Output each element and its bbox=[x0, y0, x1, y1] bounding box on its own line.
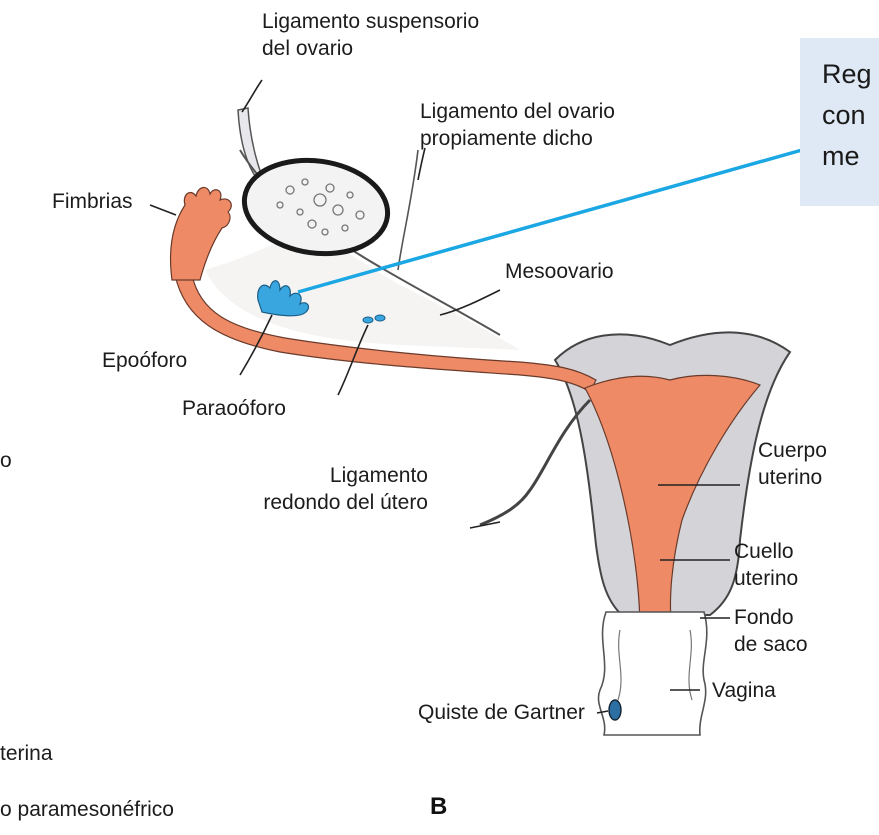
label-cuerpo-uterino: Cuerpo uterino bbox=[758, 437, 827, 491]
fimbriae bbox=[169, 186, 232, 281]
gartner-cyst bbox=[608, 699, 622, 721]
label-fondo-de-saco: Fondo de saco bbox=[734, 604, 808, 658]
vagina-inner bbox=[617, 629, 693, 701]
label-line: del ovario bbox=[262, 37, 354, 60]
label-mesoovario: Mesoovario bbox=[505, 260, 614, 283]
callout-line: Reg bbox=[822, 59, 872, 89]
label-quiste-gartner: Quiste de Gartner bbox=[418, 701, 585, 724]
ovarian-ligament bbox=[397, 149, 419, 271]
leader-lines bbox=[149, 79, 740, 714]
label-ligamento-redondo: Ligamento redondo del útero bbox=[183, 462, 428, 516]
paroophoron-2 bbox=[374, 314, 386, 322]
label-line: de saco bbox=[734, 633, 808, 656]
label-fimbrias: Fimbrias bbox=[52, 190, 133, 213]
ovary bbox=[241, 157, 391, 257]
paroophoron-1 bbox=[362, 316, 374, 324]
left-fragment-3: o paramesonéfrico bbox=[0, 798, 174, 821]
label-ligamento-suspensorio: Ligamento suspensorio del ovario bbox=[262, 8, 479, 62]
label-cuello-uterino: Cuello uterino bbox=[734, 538, 798, 592]
label-line: Fondo bbox=[734, 606, 794, 629]
label-line: Ligamento suspensorio bbox=[262, 10, 480, 33]
label-line: uterino bbox=[734, 567, 799, 590]
left-fragment-1: o bbox=[0, 449, 12, 472]
callout-line: con bbox=[822, 100, 866, 130]
label-line: redondo del útero bbox=[263, 491, 428, 514]
left-fragment-2: terina bbox=[0, 742, 53, 765]
epoophoron bbox=[257, 280, 310, 317]
label-paraooforo: Paraoóforo bbox=[182, 397, 286, 420]
label-line: Ligamento del ovario bbox=[420, 100, 615, 123]
label-line: uterino bbox=[758, 466, 823, 489]
panel-letter: B bbox=[430, 793, 448, 820]
round-ligament bbox=[479, 398, 592, 527]
broad-ligament bbox=[205, 232, 520, 350]
label-line: Ligamento bbox=[329, 464, 428, 487]
callout-text: Reg con me bbox=[822, 54, 872, 177]
label-epooforo: Epoóforo bbox=[102, 349, 188, 372]
label-ligamento-ovario: Ligamento del ovario propiamente dicho bbox=[420, 98, 615, 152]
label-vagina: Vagina bbox=[712, 679, 776, 702]
callout-line: me bbox=[822, 141, 860, 171]
callout-box: Reg con me bbox=[800, 38, 879, 206]
callout-arrow bbox=[297, 148, 803, 294]
ovary-follicles bbox=[276, 178, 365, 236]
vagina bbox=[597, 611, 708, 736]
label-line: Cuello bbox=[734, 540, 794, 563]
label-line: propiamente dicho bbox=[420, 127, 593, 150]
uterine-cavity bbox=[584, 374, 762, 631]
label-line: Cuerpo bbox=[758, 439, 827, 462]
